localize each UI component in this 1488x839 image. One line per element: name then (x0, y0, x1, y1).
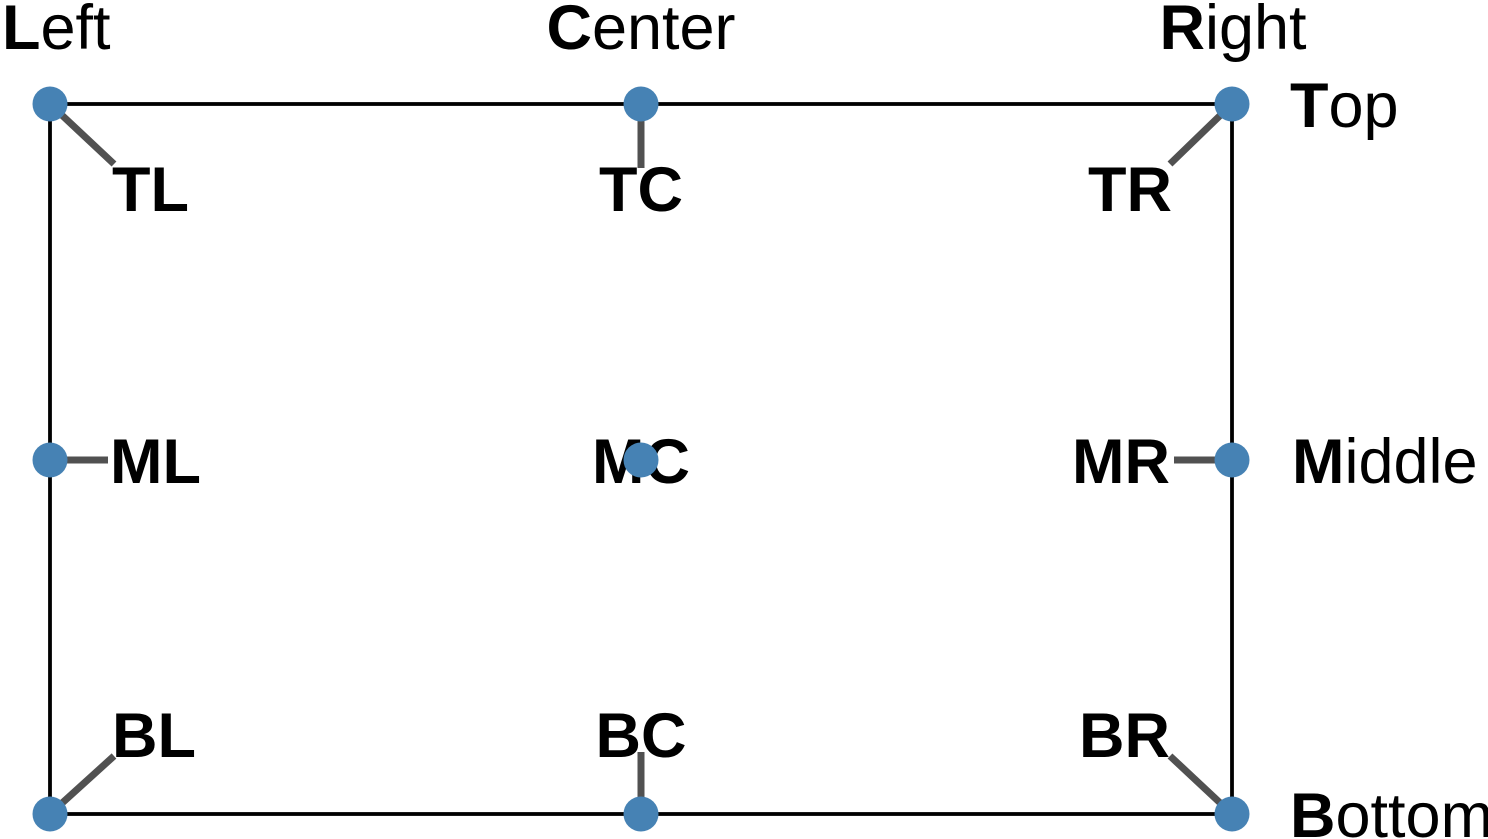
anchor-label-bc: BC (596, 701, 687, 771)
anchor-point-bl (32, 796, 68, 832)
edge-label-top: Top (1290, 71, 1399, 141)
anchor-point-mr (1214, 442, 1250, 478)
anchor-point-mc (623, 442, 659, 478)
anchor-label-bl: BL (112, 701, 196, 771)
edge-label-left: Left (2, 0, 111, 63)
edge-label-left-bold: L (2, 0, 40, 63)
edge-label-center: Center (546, 0, 735, 63)
edge-label-top-bold: T (1290, 71, 1328, 141)
edge-label-bottom-bold: B (1290, 781, 1336, 839)
anchor-label-tr: TR (1088, 155, 1172, 225)
edge-label-right-rest: ight (1205, 0, 1307, 63)
anchor-label-tc: TC (599, 155, 683, 225)
anchor-label-tl: TL (112, 155, 189, 225)
anchor-point-tl (32, 86, 68, 122)
anchor-label-ml: ML (110, 427, 201, 497)
edge-label-middle-bold: M (1292, 427, 1344, 497)
anchor-point-bc (623, 796, 659, 832)
edge-label-top-rest: op (1328, 71, 1398, 141)
edge-label-right-bold: R (1159, 0, 1205, 63)
anchor-label-mr: MR (1072, 427, 1170, 497)
edge-label-middle: Middle (1292, 427, 1478, 497)
edge-label-right: Right (1159, 0, 1307, 63)
anchor-point-ml (32, 442, 68, 478)
edge-label-bottom-rest: ottom (1336, 781, 1488, 839)
edge-label-left-rest: eft (40, 0, 111, 63)
edge-label-middle-rest: iddle (1344, 427, 1477, 497)
anchor-label-br: BR (1079, 701, 1170, 771)
anchor-point-tc (623, 86, 659, 122)
anchor-point-br (1214, 796, 1250, 832)
edge-label-center-bold: C (546, 0, 592, 63)
edge-label-bottom: Bottom (1290, 781, 1488, 839)
edge-label-center-rest: enter (592, 0, 736, 63)
anchor-point-tr (1214, 86, 1250, 122)
